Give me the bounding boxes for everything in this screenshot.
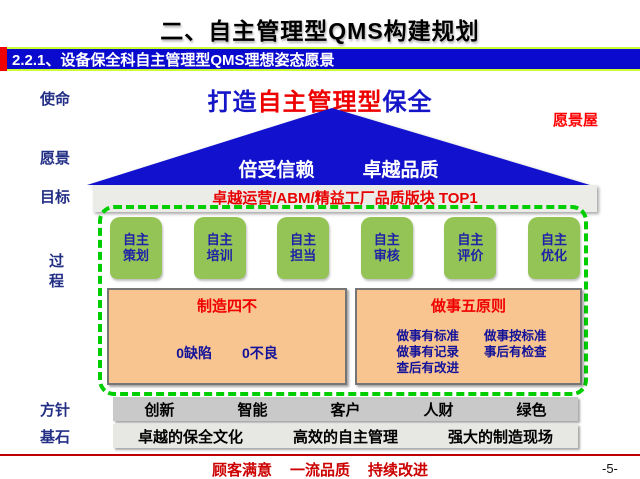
rule-box-manufacturing-items: 0缺陷 0不良 — [109, 343, 345, 363]
roof-triangle: 倍受信赖 卓越品质 — [87, 108, 590, 185]
page-number: -5- — [602, 461, 618, 476]
rule-box-manufacturing: 制造四不 0缺陷 0不良 — [107, 288, 347, 385]
section-banner-text: 2.2.1、设备保全科自主管理型QMS理想姿态愿景 — [12, 51, 335, 69]
pillar-ownership: 自主 担当 — [277, 217, 330, 279]
policy-bar: 创新 智能 客户 人财 绿色 — [113, 397, 578, 421]
principle-item: 做事有标准 — [396, 329, 459, 343]
rule-box-five-principles-title: 做事五原则 — [430, 298, 506, 315]
pillar-audit: 自主 审核 — [360, 217, 413, 279]
rule-item-zero-bad: 0不良 — [242, 345, 278, 361]
section-banner-red-stripe — [0, 47, 7, 71]
principle-item: 做事有记录 — [396, 345, 459, 359]
rule-box-five-principles-items: 做事有标准 做事按标准 做事有记录 事后有检查 查后有改进 — [387, 328, 556, 376]
rule-item-zero-defect: 0缺陷 — [176, 345, 212, 361]
rule-box-five-principles: 做事五原则 做事有标准 做事按标准 做事有记录 事后有检查 查后有改进 — [355, 288, 582, 385]
section-banner: 2.2.1、设备保全科自主管理型QMS理想姿态愿景 — [0, 47, 640, 71]
principle-item: 事后有检查 — [483, 345, 547, 359]
pillar-training: 自主 培训 — [193, 217, 246, 279]
side-label-goal: 目标 — [40, 189, 71, 206]
side-label-vision: 愿景 — [40, 150, 71, 167]
mission-headline: 打造自主管理型保全 — [0, 82, 640, 117]
principle-item: 查后有改进 — [396, 361, 459, 375]
policy-item-people: 人财 — [423, 401, 454, 419]
pillar-planning: 自主 策划 — [110, 217, 162, 279]
mission-highlight: 自主管理型 — [257, 89, 383, 116]
foundation-item-management: 高效的自主管理 — [292, 428, 398, 446]
side-label-foundation: 基石 — [40, 429, 71, 446]
foundation-item-culture: 卓越的保全文化 — [137, 428, 243, 446]
policy-item-smart: 智能 — [237, 401, 268, 419]
pillar-row: 自主 策划 自主 培训 自主 担当 自主 审核 自主 评价 自主 优化 — [110, 217, 580, 279]
rule-box-manufacturing-title: 制造四不 — [196, 298, 257, 315]
mission-prefix: 打造 — [207, 89, 258, 116]
roof-slogan-quality: 卓越品质 — [362, 160, 439, 181]
pillar-evaluation: 自主 评价 — [444, 217, 497, 279]
motto-customer: 顾客满意 — [211, 462, 272, 479]
principle-item: 做事按标准 — [483, 329, 547, 343]
roof-slogans: 倍受信赖 卓越品质 — [87, 155, 590, 182]
pillar-optimization: 自主 优化 — [527, 217, 580, 279]
side-label-process: 过 程 — [48, 253, 64, 291]
foundation-bar: 卓越的保全文化 高效的自主管理 强大的制造现场 — [113, 424, 578, 448]
motto-quality: 一流品质 — [289, 462, 350, 479]
footer-divider — [0, 454, 640, 456]
process-dashed-border — [98, 205, 588, 396]
policy-item-green: 绿色 — [516, 401, 547, 419]
motto-improvement: 持续改进 — [368, 462, 429, 479]
vision-house-label: 愿景屋 — [553, 112, 599, 129]
page-title: 二、自主管理型QMS构建规划 — [160, 18, 480, 44]
footer-motto: 顾客满意一流品质 持续改进 — [0, 459, 640, 479]
side-label-policy: 方针 — [40, 402, 71, 419]
policy-item-customer: 客户 — [330, 401, 361, 419]
mission-suffix: 保全 — [382, 89, 433, 116]
vision-roof: 倍受信赖 卓越品质 — [87, 108, 590, 185]
policy-item-innovation: 创新 — [144, 401, 175, 419]
side-label-mission: 使命 — [40, 91, 71, 108]
foundation-item-site: 强大的制造现场 — [447, 428, 553, 446]
roof-slogan-trust: 倍受信赖 — [238, 160, 315, 181]
